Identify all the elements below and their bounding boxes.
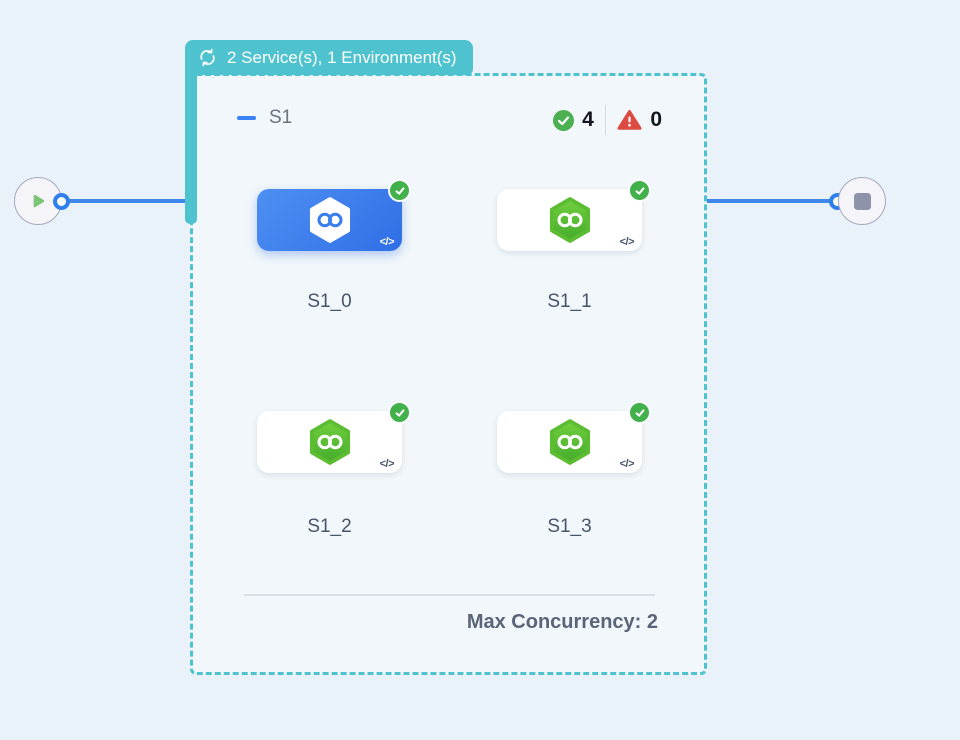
group-status-cluster: 4 0 <box>553 105 662 135</box>
group-summary-badge[interactable]: 2 Service(s), 1 Environment(s) <box>185 40 473 75</box>
service-label: S1_3 <box>547 516 592 537</box>
service-hexagon-icon <box>549 197 591 243</box>
success-check-icon <box>553 109 575 131</box>
error-count: 0 <box>650 108 662 131</box>
stop-icon <box>853 192 871 210</box>
group-accent-strip <box>185 58 197 224</box>
group-header: S1 <box>237 107 292 129</box>
error-warning-icon <box>617 109 642 131</box>
start-node-port <box>53 193 70 210</box>
status-divider <box>604 105 607 135</box>
success-check-badge <box>628 179 651 202</box>
summary-badge-label: 2 Service(s), 1 Environment(s) <box>227 47 457 67</box>
code-icon: </> <box>619 458 635 470</box>
sync-icon <box>197 47 218 68</box>
collapse-group-button[interactable] <box>237 116 256 120</box>
service-card-s1-1[interactable]: </> <box>497 179 651 251</box>
service-hexagon-icon <box>309 419 351 465</box>
play-icon <box>27 190 49 212</box>
max-concurrency-text: Max Concurrency: 2 <box>466 611 658 633</box>
end-node[interactable] <box>838 177 886 225</box>
code-icon: </> <box>379 236 395 248</box>
success-check-badge <box>628 401 651 424</box>
code-icon: </> <box>619 236 635 248</box>
service-card-s1-0[interactable]: </> <box>257 179 411 251</box>
success-count: 4 <box>582 108 594 131</box>
edge-group-to-end <box>704 199 834 203</box>
service-card-s1-3[interactable]: </> <box>497 401 651 473</box>
service-card-s1-2[interactable]: </> <box>257 401 411 473</box>
service-label: S1_0 <box>307 291 352 312</box>
service-label: S1_2 <box>307 516 352 537</box>
code-icon: </> <box>379 458 395 470</box>
service-hexagon-icon <box>309 197 351 243</box>
footer-divider <box>244 594 655 596</box>
success-check-badge <box>388 401 411 424</box>
service-group-container: S1 4 0 <box>190 73 707 675</box>
service-label: S1_1 <box>547 291 592 312</box>
edge-start-to-group <box>60 199 188 203</box>
service-hexagon-icon <box>549 419 591 465</box>
group-title: S1 <box>269 107 293 128</box>
success-check-badge <box>388 179 411 202</box>
